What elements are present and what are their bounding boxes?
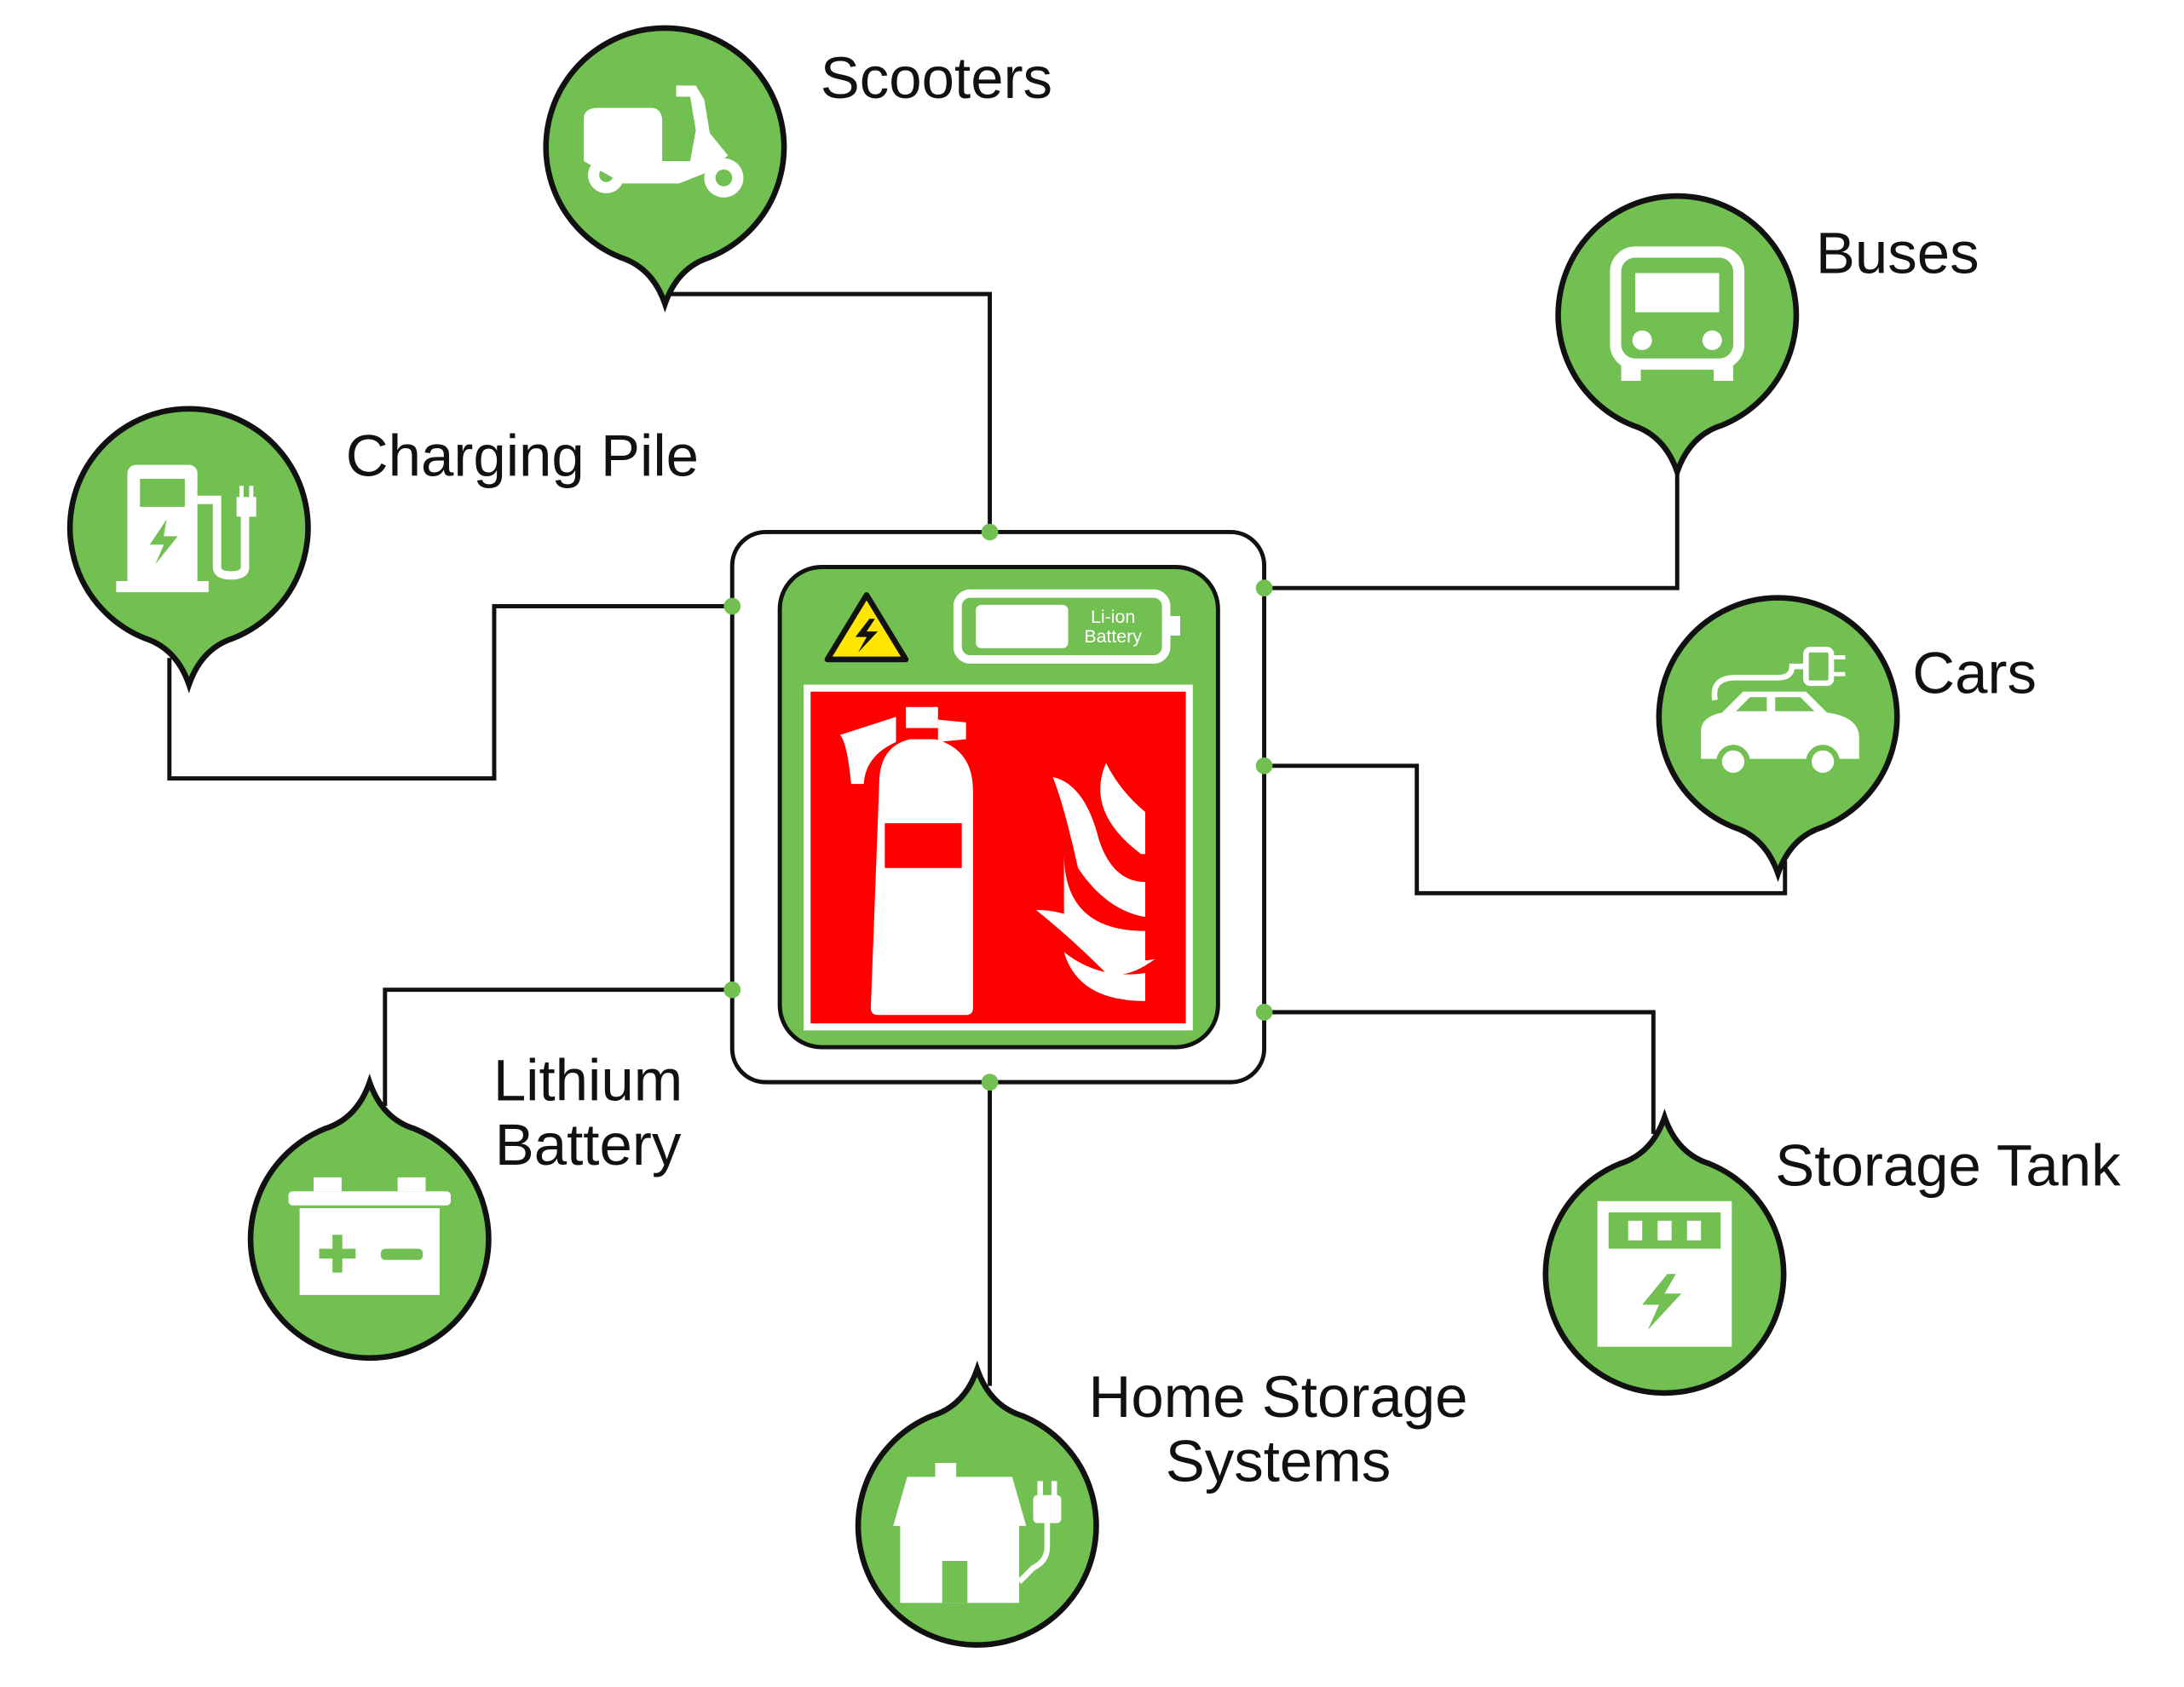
pin-buses — [1555, 193, 1800, 481]
high-voltage-warning-icon — [824, 592, 909, 663]
connector-charging-pile — [167, 604, 733, 781]
pin-storage-tank — [1542, 1108, 1787, 1396]
pin-marker — [1555, 193, 1800, 481]
car-battery-icon — [288, 1177, 452, 1295]
label-lithium-line1: Lithium — [493, 1047, 683, 1113]
battery-label-line2: Battery — [1084, 626, 1142, 647]
energy-storage-cabinet-icon — [1597, 1200, 1732, 1347]
fire-icon — [1035, 763, 1155, 1001]
home-plug-icon — [893, 1463, 1062, 1604]
label-storage-tank: Storage Tank — [1775, 1133, 2121, 1199]
center-unit: Li-ion Battery — [723, 523, 1273, 1091]
charging-station-icon — [116, 464, 256, 593]
label-scooters: Scooters — [821, 45, 1052, 111]
fire-extinguisher-icon — [839, 706, 973, 1016]
connector-lithium-battery — [383, 987, 733, 1107]
electric-car-icon — [1701, 647, 1859, 779]
connector-scooters — [667, 291, 993, 533]
pin-scooters — [543, 25, 787, 313]
label-home-storage-line2: Systems — [1166, 1428, 1392, 1494]
scooter-icon — [584, 85, 744, 198]
label-lithium-line2: Battery — [495, 1112, 682, 1177]
connector-cars — [1264, 763, 1788, 895]
battery-icon: Li-ion Battery — [953, 589, 1181, 664]
pin-cars — [1656, 595, 1900, 883]
label-home-storage-line1: Home Storage — [1089, 1364, 1468, 1430]
connectors — [167, 291, 1788, 1386]
pin-home-storage — [855, 1360, 1099, 1648]
bus-icon — [1610, 246, 1745, 382]
connection-points — [723, 523, 1273, 1091]
connector-storage-tank — [1264, 1010, 1656, 1134]
label-buses: Buses — [1816, 220, 1979, 285]
pin-charging-pile — [66, 406, 311, 694]
connector-buses — [1264, 447, 1680, 590]
battery-label-line1: Li-ion — [1091, 607, 1135, 627]
pin-lithium-battery — [247, 1074, 492, 1362]
label-cars: Cars — [1912, 640, 2037, 705]
label-charging-pile: Charging Pile — [346, 423, 699, 489]
